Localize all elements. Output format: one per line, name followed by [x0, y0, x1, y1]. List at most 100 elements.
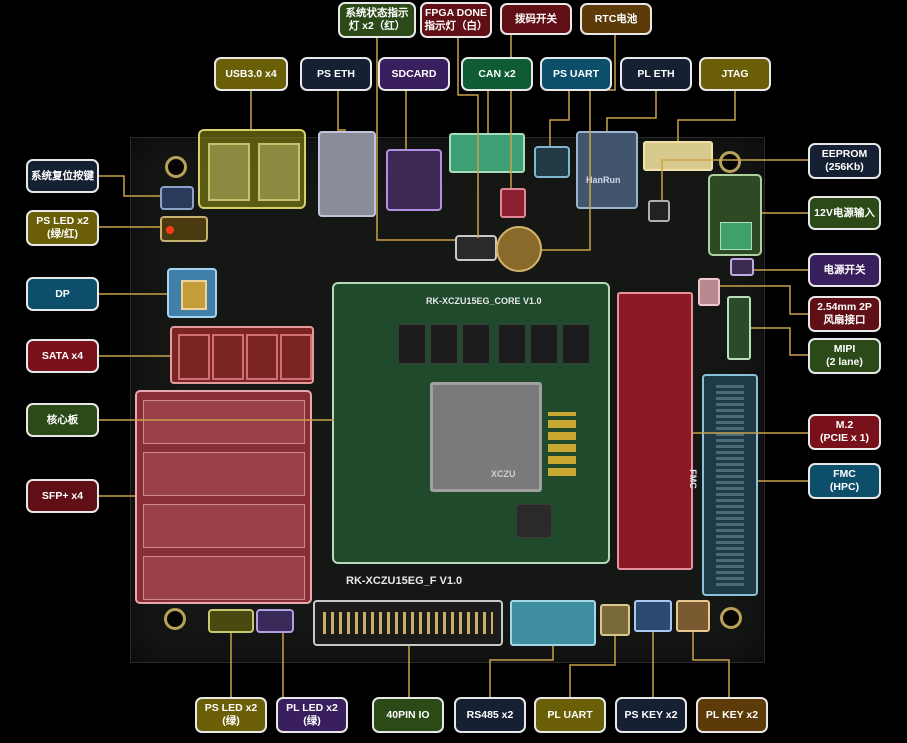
sys-status-leds: [455, 235, 497, 261]
mipi-connector: [727, 296, 751, 360]
label-line: 40PIN IO: [386, 708, 430, 721]
fpga-silk: XCZU: [491, 469, 516, 479]
rs485-terminal: [510, 600, 596, 646]
sfp-cages: [135, 390, 312, 604]
base-silk: RK-XCZU15EG_F V1.0: [346, 575, 463, 587]
label-line: PL LED x2: [286, 702, 338, 714]
leader-mipi: [751, 327, 808, 356]
label-ps-key: PS KEY x2: [615, 697, 687, 733]
label-sys-status-leds: 系统状态指示 灯 x2（红）: [338, 2, 416, 38]
label-dip-switch: 拨码开关: [500, 3, 572, 35]
ps-eth-jack: [318, 131, 376, 217]
40pin-header: [313, 600, 503, 646]
can-terminal: [449, 133, 525, 173]
label-line: PL KEY x2: [705, 708, 759, 721]
leader-sys-led: [376, 36, 455, 241]
core-inductor: [516, 504, 552, 538]
ram-chip: [562, 324, 590, 364]
ram-chip: [398, 324, 426, 364]
label-line: DP: [55, 287, 70, 300]
sata-connectors: [170, 326, 314, 384]
fmc-connector: [702, 374, 758, 596]
label-line: (绿): [303, 715, 321, 727]
label-line: M.2: [835, 419, 854, 431]
label-ps-led-top: PS LED x2 (绿/红): [26, 210, 99, 246]
label-line: 2.54mm 2P: [817, 301, 872, 313]
label-pl-eth: PL ETH: [620, 57, 692, 91]
pl-uart-usb: [600, 604, 630, 636]
label-sata: SATA x4: [26, 339, 99, 373]
label-line: FPGA DONE: [424, 7, 488, 19]
label-line: 系统复位按键: [31, 169, 94, 182]
eeprom-chip: [648, 200, 670, 222]
label-line: (HPC): [829, 481, 860, 493]
leader-pl-key: [692, 632, 730, 698]
leader-rs485: [489, 646, 554, 698]
label-power-switch: 电源开关: [808, 253, 881, 287]
label-line: SATA x4: [41, 349, 84, 362]
label-power-input: 12V电源输入: [808, 196, 881, 230]
label-line: PL UART: [547, 708, 593, 721]
label-line: (2 lane): [826, 356, 863, 368]
label-line: SDCARD: [391, 67, 437, 80]
label-fan: 2.54mm 2P 风扇接口: [808, 296, 881, 332]
label-line: 电源开关: [823, 263, 866, 276]
label-line: JTAG: [721, 67, 749, 80]
label-line: SFP+ x4: [41, 489, 84, 502]
label-dp: DP: [26, 277, 99, 311]
label-sfp: SFP+ x4: [26, 479, 99, 513]
label-line: RTC电池: [594, 12, 638, 25]
label-line: PS KEY x2: [624, 708, 678, 721]
label-jtag: JTAG: [699, 57, 771, 91]
label-line: (256Kb): [825, 161, 864, 173]
label-line: 指示灯（白）: [424, 20, 488, 32]
label-line: PS LED x2: [36, 215, 89, 227]
pl-key-buttons: [676, 600, 710, 632]
power-switch: [730, 258, 754, 276]
ps-led-bottom: [208, 609, 254, 633]
mounting-hole: [719, 151, 741, 173]
label-line: RS485 x2: [466, 708, 514, 721]
label-line: FMC: [833, 468, 856, 480]
ram-chip: [462, 324, 490, 364]
label-line: 风扇接口: [823, 314, 866, 326]
label-eeprom: EEPROM (256Kb): [808, 143, 881, 179]
jtag-header: [643, 141, 713, 171]
ram-chip: [530, 324, 558, 364]
label-rtc-battery: RTC电池: [580, 3, 652, 35]
label-line: PL ETH: [637, 67, 675, 80]
label-line: 12V电源输入: [814, 206, 875, 219]
label-fpga-done: FPGA DONE 指示灯（白）: [420, 2, 492, 38]
label-line: (绿/红): [47, 228, 78, 240]
core-silk: RK-XCZU15EG_CORE V1.0: [426, 296, 542, 306]
label-reset-key: 系统复位按键: [26, 159, 99, 193]
leader-ps-uart: [549, 90, 570, 146]
label-40pin: 40PIN IO: [372, 697, 444, 733]
pl-eth-jack: HanRun: [576, 131, 638, 209]
label-line: PS ETH: [317, 67, 355, 80]
label-ps-led-bottom: PS LED x2 (绿): [195, 697, 267, 733]
label-line: 系统状态指示: [345, 7, 409, 19]
leader-ps-eth: [337, 90, 346, 131]
ram-chip: [430, 324, 458, 364]
mounting-hole: [165, 156, 187, 178]
leader-reset: [98, 175, 160, 197]
label-line: 核心板: [46, 413, 79, 426]
label-m2: M.2 (PCIE x 1): [808, 414, 881, 450]
pl-eth-logo: HanRun: [586, 175, 621, 185]
dip-switch: [500, 188, 526, 218]
label-line: USB3.0 x4: [225, 67, 277, 80]
reset-button: [160, 186, 194, 210]
label-core-board: 核心板: [26, 403, 99, 437]
ps-led-top: [160, 216, 208, 242]
label-line: MIPI: [833, 343, 856, 355]
label-fmc: FMC (HPC): [808, 463, 881, 499]
label-sdcard: SDCARD: [378, 57, 450, 91]
label-line: CAN x2: [478, 67, 516, 80]
label-pl-key: PL KEY x2: [696, 697, 768, 733]
label-pl-uart: PL UART: [534, 697, 606, 733]
label-rs485: RS485 x2: [454, 697, 526, 733]
label-line: PS LED x2: [204, 702, 258, 714]
